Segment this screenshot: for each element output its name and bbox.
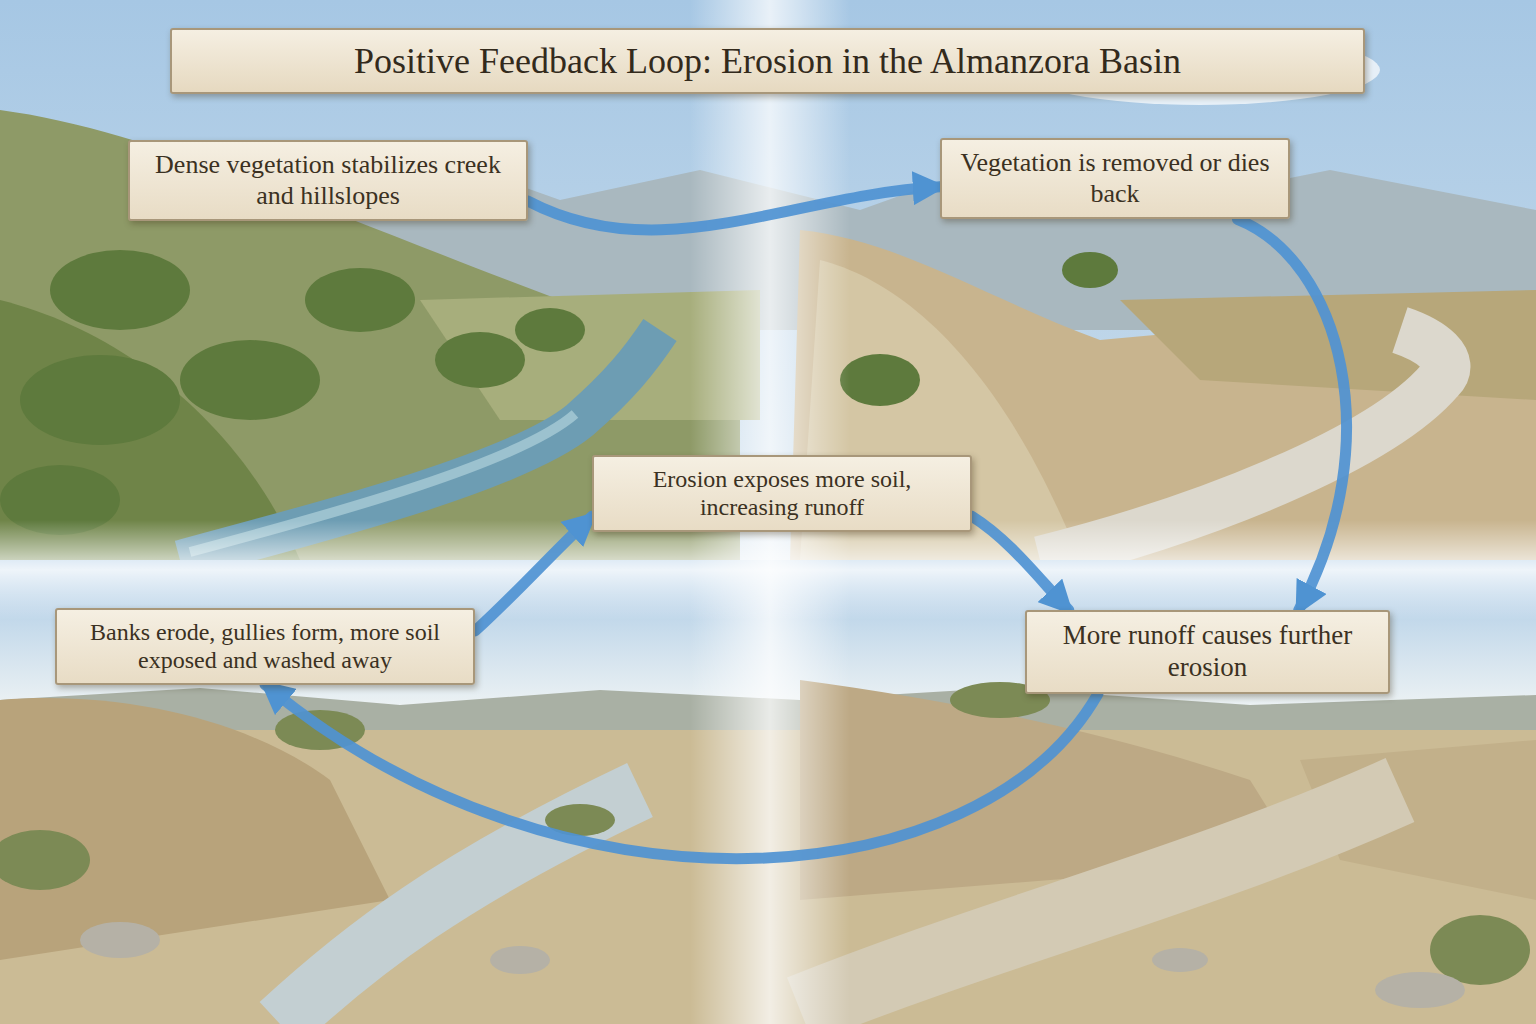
cycle-arrow — [528, 187, 940, 230]
box-text: Dense vegetation stabilizes creek and hi… — [146, 150, 510, 211]
shrub — [0, 830, 90, 890]
tree — [20, 355, 180, 445]
cycle-arrow — [475, 516, 592, 631]
label-box: Erosion exposes more soil, increasing ru… — [592, 455, 972, 532]
trees — [0, 250, 1118, 535]
rock — [80, 922, 160, 958]
tree — [1062, 252, 1118, 288]
title-banner: Positive Feedback Loop: Erosion in the A… — [170, 28, 1365, 94]
box-text: Vegetation is removed or dies back — [958, 148, 1272, 209]
box-text: Banks erode, gullies form, more soil exp… — [73, 618, 457, 675]
gully-stream — [800, 790, 1400, 1010]
rock — [1152, 948, 1208, 972]
tree — [435, 332, 525, 388]
label-box: Vegetation is removed or dies back — [940, 138, 1290, 219]
cycle-arrow — [972, 516, 1069, 610]
dry-fields — [1120, 290, 1536, 400]
tree — [180, 340, 320, 420]
tree — [305, 268, 415, 332]
cycle-arrow — [265, 685, 1098, 859]
label-box: More runoff causes further erosion — [1025, 610, 1390, 694]
box-text: Erosion exposes more soil, increasing ru… — [610, 465, 954, 522]
tree — [840, 354, 920, 406]
cycle-arrow — [1238, 219, 1347, 610]
title-text: Positive Feedback Loop: Erosion in the A… — [192, 40, 1343, 82]
gully-stream — [280, 790, 640, 1024]
shrub — [1430, 915, 1530, 985]
box-text: More runoff causes further erosion — [1043, 620, 1372, 684]
label-box: Banks erode, gullies form, more soil exp… — [55, 608, 475, 685]
tree — [515, 308, 585, 352]
rock — [1375, 972, 1465, 1008]
rock — [490, 946, 550, 974]
tree — [50, 250, 190, 330]
label-box: Dense vegetation stabilizes creek and hi… — [128, 140, 528, 221]
